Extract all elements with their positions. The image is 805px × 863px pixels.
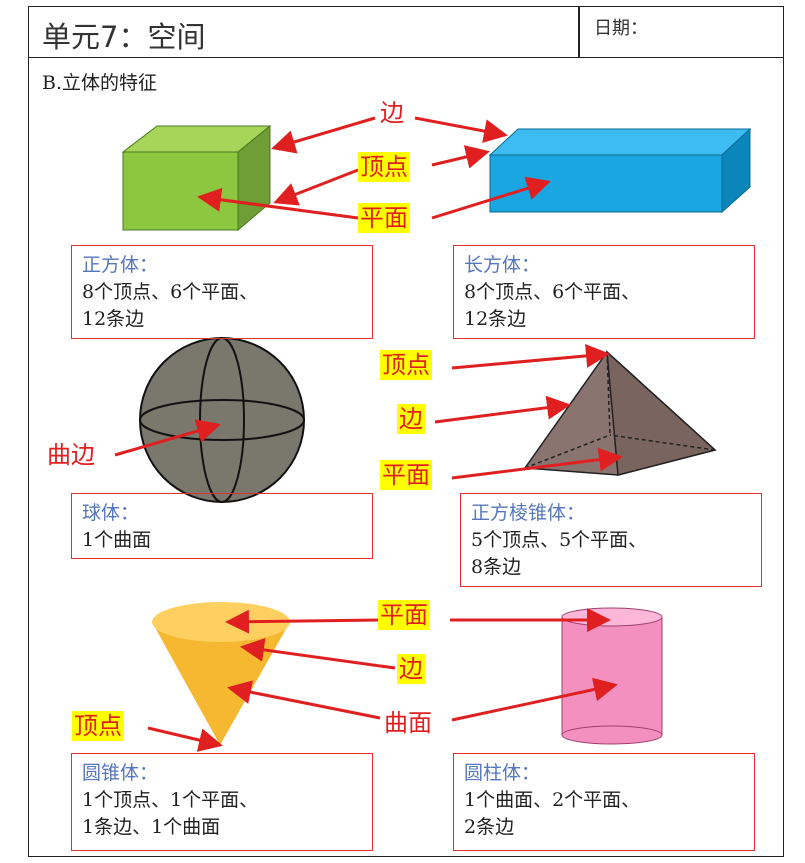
box-text: 1个顶点、1个平面、 xyxy=(82,789,259,811)
sphere-info-box: 球体： 1个曲面 xyxy=(71,493,373,559)
label-edge: 边 xyxy=(397,654,425,684)
box-title: 圆柱体： xyxy=(464,762,541,784)
box-text: 5个顶点、5个平面、 xyxy=(471,529,648,551)
box-text: 12条边 xyxy=(82,308,145,330)
cylinder-info-box: 圆柱体： 1个曲面、2个平面、 2条边 xyxy=(453,753,755,851)
pyramid-shape xyxy=(523,350,717,476)
page-title: 单元7：空间 xyxy=(42,20,206,54)
box-title: 正方棱锥体： xyxy=(471,502,586,524)
cube-shape xyxy=(121,124,272,232)
worksheet-frame xyxy=(28,6,784,857)
section-title: B.立体的特征 xyxy=(42,72,158,94)
label-curved-edge: 曲边 xyxy=(47,441,95,469)
label-face: 平面 xyxy=(358,203,410,233)
cylinder-shape xyxy=(561,607,663,745)
box-title: 圆锥体： xyxy=(82,762,159,784)
cone-shape xyxy=(152,602,290,745)
pyramid-info-box: 正方棱锥体： 5个顶点、5个平面、 8条边 xyxy=(460,493,762,587)
box-text: 2条边 xyxy=(464,816,515,838)
box-text: 1条边、1个曲面 xyxy=(82,816,221,838)
label-vertex: 顶点 xyxy=(380,350,432,380)
cuboid-info-box: 长方体： 8个顶点、6个平面、 12条边 xyxy=(453,245,755,339)
cuboid-shape xyxy=(488,127,752,214)
box-text: 8个顶点、6个平面、 xyxy=(464,281,641,303)
box-title: 正方体： xyxy=(82,254,159,276)
label-edge: 边 xyxy=(380,99,404,127)
box-text: 1个曲面 xyxy=(82,529,152,551)
box-text: 8个顶点、6个平面、 xyxy=(82,281,259,303)
box-text: 8条边 xyxy=(471,556,522,578)
arrows xyxy=(114,116,623,752)
cone-info-box: 圆锥体： 1个顶点、1个平面、 1条边、1个曲面 xyxy=(71,753,373,851)
divider xyxy=(578,6,580,57)
box-text: 1个曲面、2个平面、 xyxy=(464,789,641,811)
header-row: 单元7：空间 日期： xyxy=(28,6,784,58)
cube-info-box: 正方体： 8个顶点、6个平面、 12条边 xyxy=(71,245,373,339)
sphere-shape xyxy=(139,337,305,503)
label-vertex: 顶点 xyxy=(72,711,124,741)
label-vertex: 顶点 xyxy=(358,152,410,182)
box-text: 12条边 xyxy=(464,308,527,330)
label-face: 平面 xyxy=(380,460,432,490)
label-edge: 边 xyxy=(397,404,425,434)
date-label: 日期： xyxy=(594,18,648,39)
label-curved-face: 曲面 xyxy=(384,709,432,737)
label-face: 平面 xyxy=(378,600,430,630)
box-title: 长方体： xyxy=(464,254,541,276)
box-title: 球体： xyxy=(82,502,140,524)
